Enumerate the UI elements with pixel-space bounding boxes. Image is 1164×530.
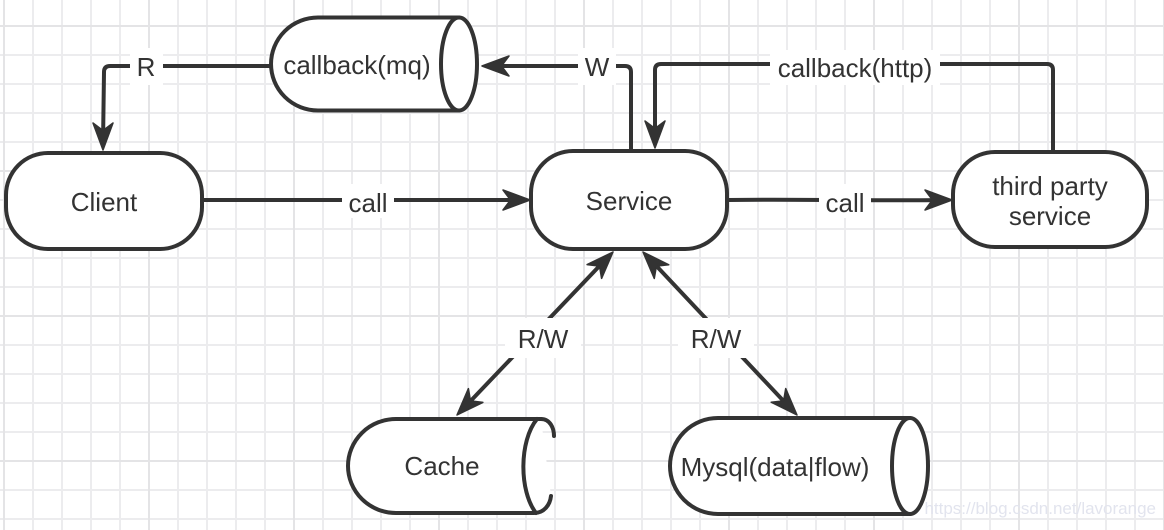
svg-text:W: W: [585, 52, 610, 82]
cylinder-cap-cache: [521, 417, 556, 515]
node-cache: Cache: [346, 417, 556, 515]
cylinder-cap-mq: [439, 15, 479, 113]
svg-text:callback(http): callback(http): [778, 53, 933, 83]
edge-service-to-mq: [481, 55, 633, 152]
node-service: Service: [529, 149, 729, 251]
arrowhead-up-from-mysql: [642, 251, 670, 280]
node-third-party-label-line2: service: [1009, 201, 1091, 231]
node-cache-label: Cache: [404, 451, 479, 481]
arrowhead-down-to-cache: [456, 387, 484, 416]
edge-label-call-service-third: call: [819, 184, 871, 218]
arrowhead-down-to-mysql: [770, 387, 798, 416]
arrowhead-right-to-service: [502, 189, 531, 211]
svg-text:R/W: R/W: [518, 324, 569, 354]
watermark: https://blog.csdn.net/lavorange: [924, 499, 1156, 518]
edge-label-rw-cache: R/W: [505, 318, 581, 358]
node-mysql: Mysql(data|flow): [668, 416, 930, 516]
edge-label-callback-http: callback(http): [770, 50, 940, 85]
edge-label-w: W: [578, 48, 616, 85]
arrowhead-right-to-third: [924, 189, 953, 211]
edge-label-r: R: [130, 48, 163, 85]
svg-text:R: R: [137, 52, 156, 82]
arrowhead-up-from-cache: [586, 251, 614, 280]
svg-text:call: call: [348, 188, 387, 218]
node-mysql-label: Mysql(data|flow): [681, 452, 870, 482]
node-third-party-label-line1: third party: [992, 171, 1108, 201]
arrowhead-down-to-service: [644, 120, 666, 149]
edge-label-call-client-service: call: [342, 184, 394, 218]
svg-text:call: call: [825, 188, 864, 218]
svg-text:R/W: R/W: [691, 324, 742, 354]
arrowhead-down-to-client: [92, 122, 114, 151]
node-client-label: Client: [71, 187, 138, 217]
edge-mq-to-client: [92, 64, 272, 151]
arrowhead-left-to-mq: [481, 55, 510, 77]
node-callback-mq: callback(mq): [269, 15, 479, 113]
node-service-label: Service: [586, 186, 673, 216]
node-client: Client: [4, 151, 204, 251]
edge-label-rw-mysql: R/W: [678, 318, 754, 358]
node-callback-mq-label: callback(mq): [283, 50, 430, 80]
node-third-party-service: third party service: [951, 150, 1149, 249]
cylinder-cap-mysql: [890, 416, 930, 516]
